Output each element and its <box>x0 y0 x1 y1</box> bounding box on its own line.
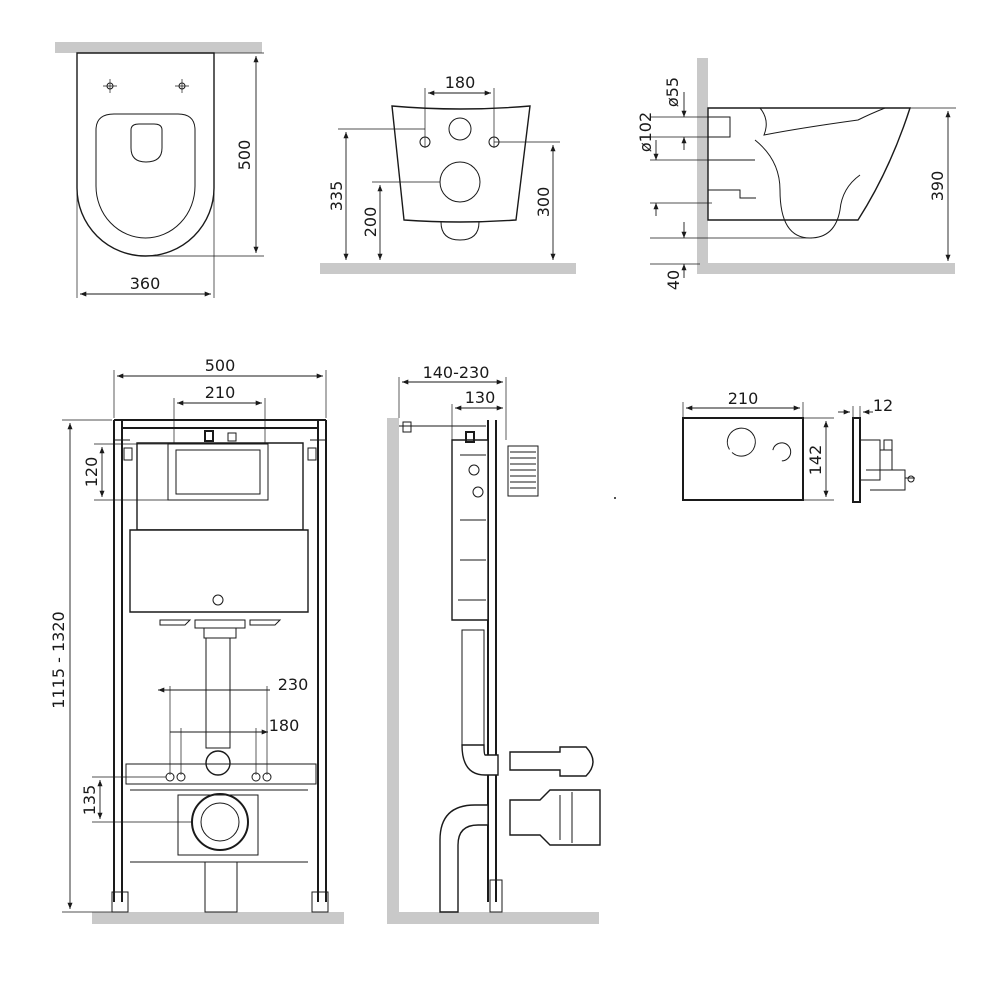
frame-side-upright <box>487 420 497 902</box>
inlet-spigot <box>707 116 731 138</box>
wall-strip <box>387 418 399 922</box>
dim-button-depth: 12 <box>873 396 893 415</box>
frame-side-foot <box>489 879 503 913</box>
frame-top-rail <box>114 419 326 429</box>
cistern-upper <box>136 442 304 531</box>
dim-plate-height: 120 <box>82 457 101 488</box>
wall-strip <box>697 58 708 272</box>
dim-total-height: 390 <box>928 171 947 202</box>
dim-frame-depth: 130 <box>465 388 496 407</box>
bowl-front-outline <box>391 105 531 223</box>
bowl-outline <box>76 52 215 257</box>
flush-plate <box>682 417 804 501</box>
fixing-hole-right <box>175 79 189 93</box>
bowl-rim <box>95 113 196 239</box>
bowl-side-outline <box>707 107 911 221</box>
cistern-side <box>451 439 489 621</box>
dim-button-height: 142 <box>806 445 825 476</box>
cistern-body <box>129 529 309 613</box>
bowl-foot-profile <box>708 189 756 199</box>
frame-uprights <box>113 420 327 902</box>
waste-spigot <box>509 789 601 846</box>
dim-frame-depth-range: 140-230 <box>423 363 490 382</box>
dim-bottom-height: 300 <box>534 187 553 218</box>
waste-outlet-inner <box>200 802 240 842</box>
fixing-hole-left <box>103 79 117 93</box>
flush-button-half <box>772 442 792 462</box>
bowl-front-trap <box>440 221 480 241</box>
dim-bolt-height: 135 <box>80 785 99 816</box>
dim-bolt-inner: 180 <box>269 716 300 735</box>
floor-strip <box>320 263 576 274</box>
bowl-front-view: 180 335 200 300 <box>320 73 576 274</box>
dim-frame-height: 1115 - 1320 <box>49 611 68 708</box>
flush-pipe-bend-side <box>461 744 499 776</box>
actuator-bellows <box>507 445 539 497</box>
frame-side-view: 140-230 130 <box>387 363 601 924</box>
frame-foot-right <box>311 891 329 913</box>
wall-strip <box>55 42 262 53</box>
flush-button-full <box>726 427 756 457</box>
plate-side <box>852 417 861 503</box>
dim-outlet-height: 200 <box>361 207 380 238</box>
bowl-top-view: 500 360 <box>55 42 264 298</box>
service-opening <box>167 443 269 501</box>
dim-outlet-dia: ø102 <box>636 112 655 152</box>
cistern-logo <box>212 594 224 606</box>
bowl-rim-profile <box>759 107 886 136</box>
dim-frame-width: 500 <box>205 356 236 375</box>
flush-pipe-side <box>461 629 485 746</box>
flush-spigot <box>509 746 594 777</box>
floor-strip <box>697 263 955 274</box>
frame-foot-left <box>111 891 129 913</box>
bowl-side-view: ø55 ø102 40 390 <box>636 58 956 290</box>
flush-button-front: 210 142 <box>614 389 834 501</box>
floor-strip <box>92 912 344 924</box>
dim-hole-spacing: 180 <box>445 73 476 92</box>
inlet-hole <box>448 117 472 141</box>
floor-strip <box>387 912 599 924</box>
dim-bolt-outer: 230 <box>278 675 309 694</box>
dim-bowl-length: 500 <box>235 140 254 171</box>
flush-pipe <box>205 637 231 749</box>
bolt-crossbar <box>125 763 317 785</box>
waste-pipe-side <box>439 804 489 913</box>
dim-bowl-width: 360 <box>130 274 161 293</box>
dim-plate-width: 210 <box>205 383 236 402</box>
dim-inlet-dia: ø55 <box>663 77 682 107</box>
waste-outlet-outer <box>191 793 249 851</box>
dim-bolt-height: 335 <box>327 181 346 212</box>
flush-pipe-bend <box>205 750 231 776</box>
flush-button-side: 12 <box>838 396 915 503</box>
bowl-drain <box>130 123 163 163</box>
dim-floor-gap: 40 <box>664 270 683 290</box>
frame-front-view: 500 210 120 1115 - 1320 230 180 135 <box>49 356 344 924</box>
dim-button-width: 210 <box>728 389 759 408</box>
waste-bracket <box>177 794 259 856</box>
